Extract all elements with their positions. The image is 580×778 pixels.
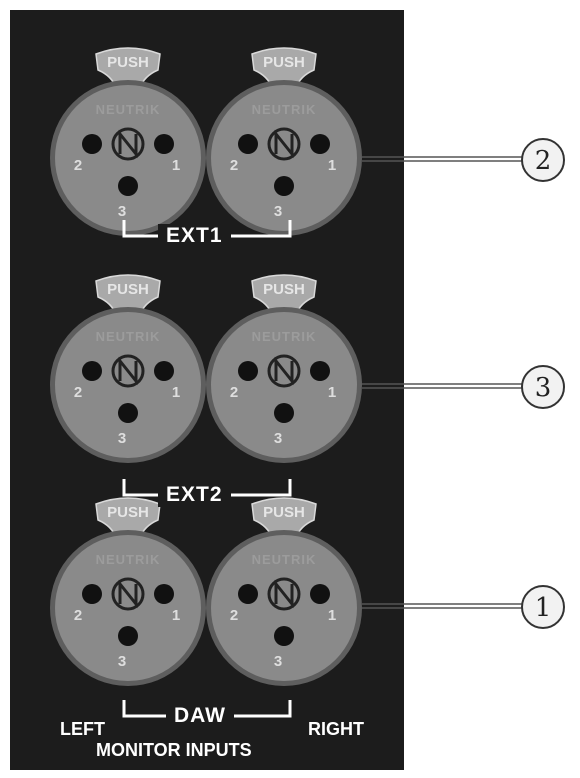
pin-hole <box>82 584 102 604</box>
daw-right-connector: PUSH NEUTRIK 1 2 3 <box>206 497 362 686</box>
pin-number: 1 <box>328 607 336 624</box>
push-latch <box>95 497 161 539</box>
brand-logo-icon <box>111 577 145 611</box>
pin-number: 1 <box>328 384 336 401</box>
pin-hole <box>154 361 174 381</box>
brand-logo-n <box>118 129 138 159</box>
pin-number: 3 <box>274 430 282 447</box>
callout-circle <box>521 365 565 409</box>
brand-label: NEUTRIK <box>252 329 317 344</box>
monitor-inputs-label: MONITOR INPUTS <box>96 740 252 760</box>
push-label: PUSH <box>263 54 305 71</box>
push-latch <box>95 47 161 89</box>
daw-left-connector: PUSH NEUTRIK 1 2 3 <box>50 497 206 686</box>
pin-hole <box>82 134 102 154</box>
pin-number: 1 <box>172 384 180 401</box>
callout-circle <box>521 585 565 629</box>
ext1-label: EXT1 <box>158 224 231 248</box>
pin-number: 3 <box>274 653 282 670</box>
push-label: PUSH <box>107 281 149 298</box>
pin-number: 1 <box>172 157 180 174</box>
pin-hole <box>310 361 330 381</box>
pin-number: 2 <box>230 607 238 624</box>
pin-number: 2 <box>74 157 82 174</box>
pin-hole <box>274 626 294 646</box>
pin-number: 3 <box>274 203 282 220</box>
pin-hole <box>118 403 138 423</box>
pin-hole <box>274 403 294 423</box>
ext1-left-connector: PUSH NEUTRIK 1 2 3 <box>50 47 206 236</box>
push-latch <box>95 274 161 316</box>
push-latch <box>251 47 317 89</box>
pin-hole <box>310 134 330 154</box>
brand-label: NEUTRIK <box>252 102 317 117</box>
brand-logo-n <box>118 356 138 386</box>
push-label: PUSH <box>107 504 149 521</box>
pin-hole <box>238 134 258 154</box>
push-latch <box>251 274 317 316</box>
pin-hole <box>310 584 330 604</box>
callout-number: 2 <box>535 146 552 176</box>
pin-hole <box>118 176 138 196</box>
pin-number: 3 <box>118 203 126 220</box>
pin-number: 2 <box>230 157 238 174</box>
callout-number: 1 <box>535 593 552 623</box>
ext2-right-connector: PUSH NEUTRIK 1 2 3 <box>206 274 362 463</box>
brand-logo-icon <box>267 127 301 161</box>
pin-hole <box>274 176 294 196</box>
callout-circle <box>521 138 565 182</box>
push-latch <box>251 497 317 539</box>
brand-label: NEUTRIK <box>96 329 161 344</box>
pin-hole <box>82 361 102 381</box>
pin-hole <box>238 361 258 381</box>
pin-number: 2 <box>230 384 238 401</box>
brand-logo-n <box>118 579 138 609</box>
left-label: LEFT <box>60 719 105 739</box>
brand-logo-icon <box>111 127 145 161</box>
pin-hole <box>154 134 174 154</box>
brand-logo-n <box>274 129 294 159</box>
pin-hole <box>238 584 258 604</box>
brand-logo-n <box>274 356 294 386</box>
push-label: PUSH <box>263 504 305 521</box>
pin-hole <box>154 584 174 604</box>
brand-label: NEUTRIK <box>96 102 161 117</box>
pin-number: 3 <box>118 653 126 670</box>
callout-number: 3 <box>535 373 552 403</box>
pin-number: 3 <box>118 430 126 447</box>
ext2-label: EXT2 <box>158 483 231 507</box>
brand-logo-icon <box>111 354 145 388</box>
brand-label: NEUTRIK <box>252 552 317 567</box>
pin-number: 2 <box>74 607 82 624</box>
brand-label: NEUTRIK <box>96 552 161 567</box>
daw-label: DAW <box>166 704 234 728</box>
brand-logo-icon <box>267 354 301 388</box>
ext1-right-connector: PUSH NEUTRIK 1 2 3 <box>206 47 362 236</box>
push-label: PUSH <box>263 281 305 298</box>
pin-number: 2 <box>74 384 82 401</box>
push-label: PUSH <box>107 54 149 71</box>
ext2-left-connector: PUSH NEUTRIK 1 2 3 <box>50 274 206 463</box>
pin-number: 1 <box>172 607 180 624</box>
brand-logo-n <box>274 579 294 609</box>
pin-number: 1 <box>328 157 336 174</box>
brand-logo-icon <box>267 577 301 611</box>
pin-hole <box>118 626 138 646</box>
right-label: RIGHT <box>308 719 364 739</box>
